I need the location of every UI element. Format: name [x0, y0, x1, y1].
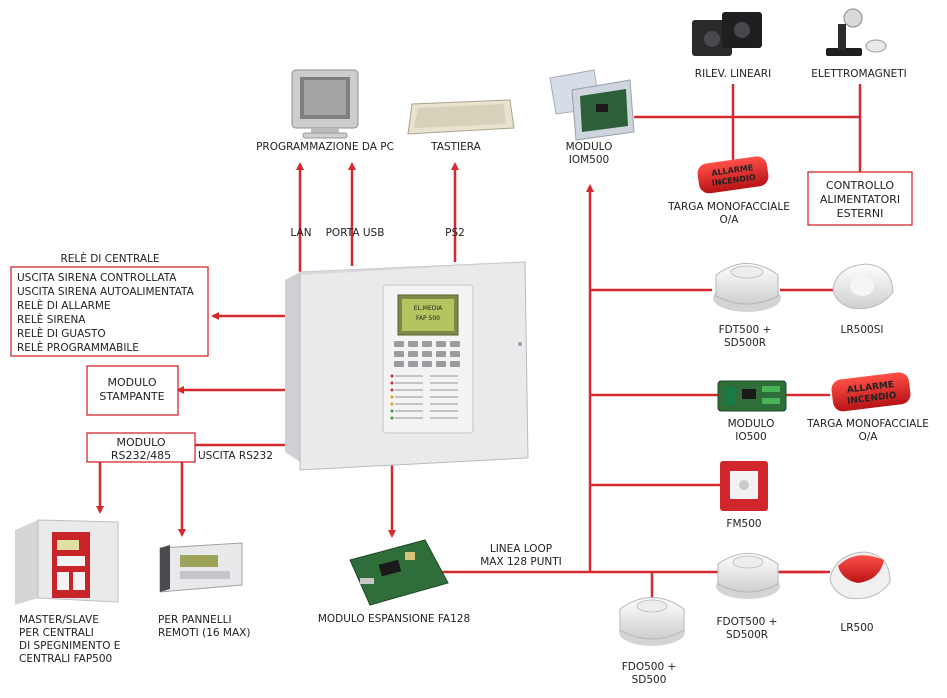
screen-text-1: EL.MEDIA [414, 305, 443, 312]
programming-pc-label: PROGRAMMAZIONE DA PC [256, 141, 394, 153]
sign2-label: TARGA MONOFACCIALE [806, 418, 929, 430]
electromagnet-icon [826, 8, 887, 56]
rs-module-label: RS232/485 [111, 449, 171, 462]
remote-panels-label: PER PANNELLI [158, 614, 232, 626]
ps2-label: PS2 [445, 227, 465, 239]
lr500si-label: LR500SI [841, 324, 884, 336]
master-slave-label: CENTRALI FAP500 [19, 653, 112, 665]
remote-panel-icon [159, 542, 243, 593]
electromagnets-label: ELETTROMAGNETI [811, 68, 907, 80]
io500-label: MODULO [728, 418, 775, 430]
remote-panels-label: REMOTI (16 MAX) [158, 627, 250, 639]
relay-item: RELÈ DI GUASTO [17, 327, 106, 340]
monitor-icon [291, 69, 359, 139]
sounder-red-icon [829, 551, 891, 600]
usb-label: PORTA USB [326, 227, 385, 239]
sign2-label: O/A [859, 431, 879, 443]
fdt500-label: SD500R [724, 337, 766, 349]
relay-item: RELÈ SIRENA [17, 313, 86, 326]
lan-label: LAN [290, 227, 311, 239]
screen-text-2: FAP 500 [416, 315, 440, 322]
io500-label: IO500 [735, 431, 766, 443]
smoke-detector-icon [713, 263, 781, 312]
rs-module-box [86, 432, 196, 463]
power-control-label: ALIMENTATORI [820, 193, 900, 206]
fdo500-label: SD500 [632, 674, 667, 686]
fire-control-panel: EL.MEDIA FAP 500 [285, 261, 529, 471]
manual-call-point-icon [720, 461, 768, 511]
printer-module-label: STAMPANTE [99, 390, 164, 403]
io500-module-icon [717, 380, 787, 412]
sign-label: O/A [720, 214, 740, 226]
relays-box [10, 266, 209, 357]
power-control-box [807, 171, 913, 226]
expansion-label: MODULO ESPANSIONE FA128 [318, 613, 470, 625]
relays-title: RELÈ DI CENTRALE [60, 252, 159, 265]
linear-detectors-label: RILEV. LINEARI [695, 68, 771, 80]
master-slave-label: PER CENTRALI [19, 627, 94, 639]
alarm-sign-icon: ALLARME INCENDIO [697, 156, 769, 194]
relay-item: RELÈ DI ALLARME [17, 299, 111, 312]
iom500-label: IOM500 [569, 154, 609, 166]
loop-label: MAX 128 PUNTI [480, 556, 562, 568]
power-control-label: CONTROLLO [826, 179, 894, 192]
master-slave-label: MASTER/SLAVE [19, 614, 99, 626]
fdot500-label: SD500R [726, 629, 768, 641]
relay-item: USCITA SIRENA CONTROLLATA [17, 272, 177, 284]
sounder-white-icon [832, 263, 894, 310]
fdt500-label: FDT500 + [719, 324, 772, 336]
iom500-label: MODULO [566, 141, 613, 153]
rs232-out-label: USCITA RS232 [198, 450, 273, 462]
power-control-label: ESTERNI [837, 207, 884, 220]
linear-detector-icon [692, 12, 762, 56]
lr500-label: LR500 [840, 622, 873, 634]
sign-label: TARGA MONOFACCIALE [667, 201, 790, 213]
fm500-label: FM500 [726, 518, 761, 530]
master-slave-panel-icon [15, 519, 119, 605]
loop-label: LINEA LOOP [490, 543, 552, 555]
relay-item: RELÈ PROGRAMMABILE [17, 341, 139, 354]
keyboard-label: TASTIERA [430, 141, 481, 153]
expansion-board-icon [349, 539, 449, 606]
rs-module-label: MODULO [116, 436, 165, 449]
relay-item: USCITA SIRENA AUTOALIMENTATA [17, 286, 195, 298]
fdo500-label: FDO500 + [622, 661, 677, 673]
iom500-module-icon [549, 69, 635, 141]
fdot500-label: FDOT500 + [717, 616, 778, 628]
keyboard-icon [407, 99, 515, 135]
printer-module-label: MODULO [107, 376, 156, 389]
smoke-detector-icon [716, 553, 780, 599]
printer-module-box [86, 365, 179, 416]
master-slave-label: DI SPEGNIMENTO E [19, 640, 120, 652]
alarm-sign-icon: ALLARME INCENDIO [831, 372, 911, 412]
smoke-detector-icon [619, 597, 685, 646]
